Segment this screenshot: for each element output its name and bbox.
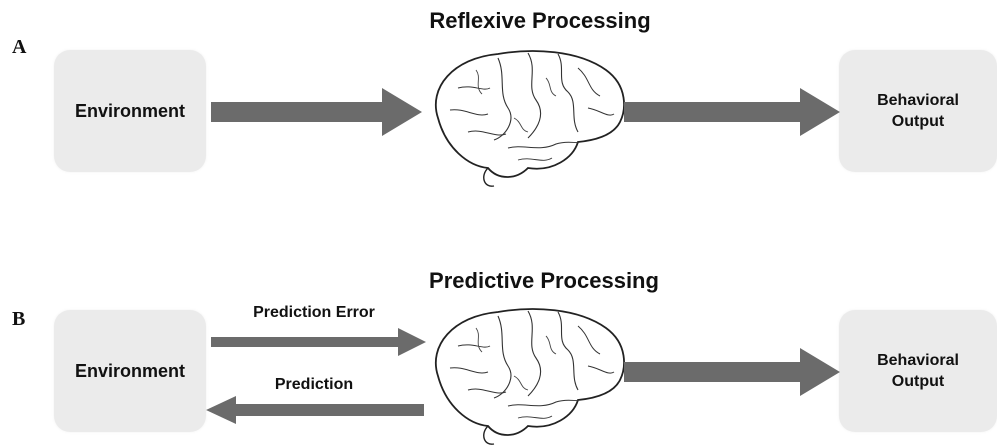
environment-box-b: Environment xyxy=(54,310,206,432)
brain-icon xyxy=(434,50,625,188)
prediction-error-label: Prediction Error xyxy=(253,304,375,321)
panel-label-b: B xyxy=(12,308,26,330)
behavioral-output-box-a: Behavioral Output xyxy=(839,50,997,172)
right-arrow-icon xyxy=(211,328,426,356)
right-arrow-icon xyxy=(211,88,422,136)
environment-label-b: Environment xyxy=(74,360,185,381)
environment-box-a: Environment xyxy=(54,50,206,172)
panel-b-title: Predictive Processing xyxy=(429,268,659,293)
behavioral-output-label-a: Behavioral Output xyxy=(877,92,959,130)
prediction-label: Prediction xyxy=(274,376,354,393)
panel-a-title: Reflexive Processing xyxy=(429,8,651,33)
behavioral-output-box-b: Behavioral Output xyxy=(839,310,997,432)
behavioral-output-label-b: Behavioral Output xyxy=(877,352,959,390)
brain-icon xyxy=(434,308,625,446)
right-arrow-icon xyxy=(624,88,840,136)
right-arrow-icon xyxy=(624,348,840,396)
panel-label-a: A xyxy=(12,36,27,58)
environment-label-a: Environment xyxy=(74,100,185,121)
left-arrow-icon xyxy=(206,396,424,424)
